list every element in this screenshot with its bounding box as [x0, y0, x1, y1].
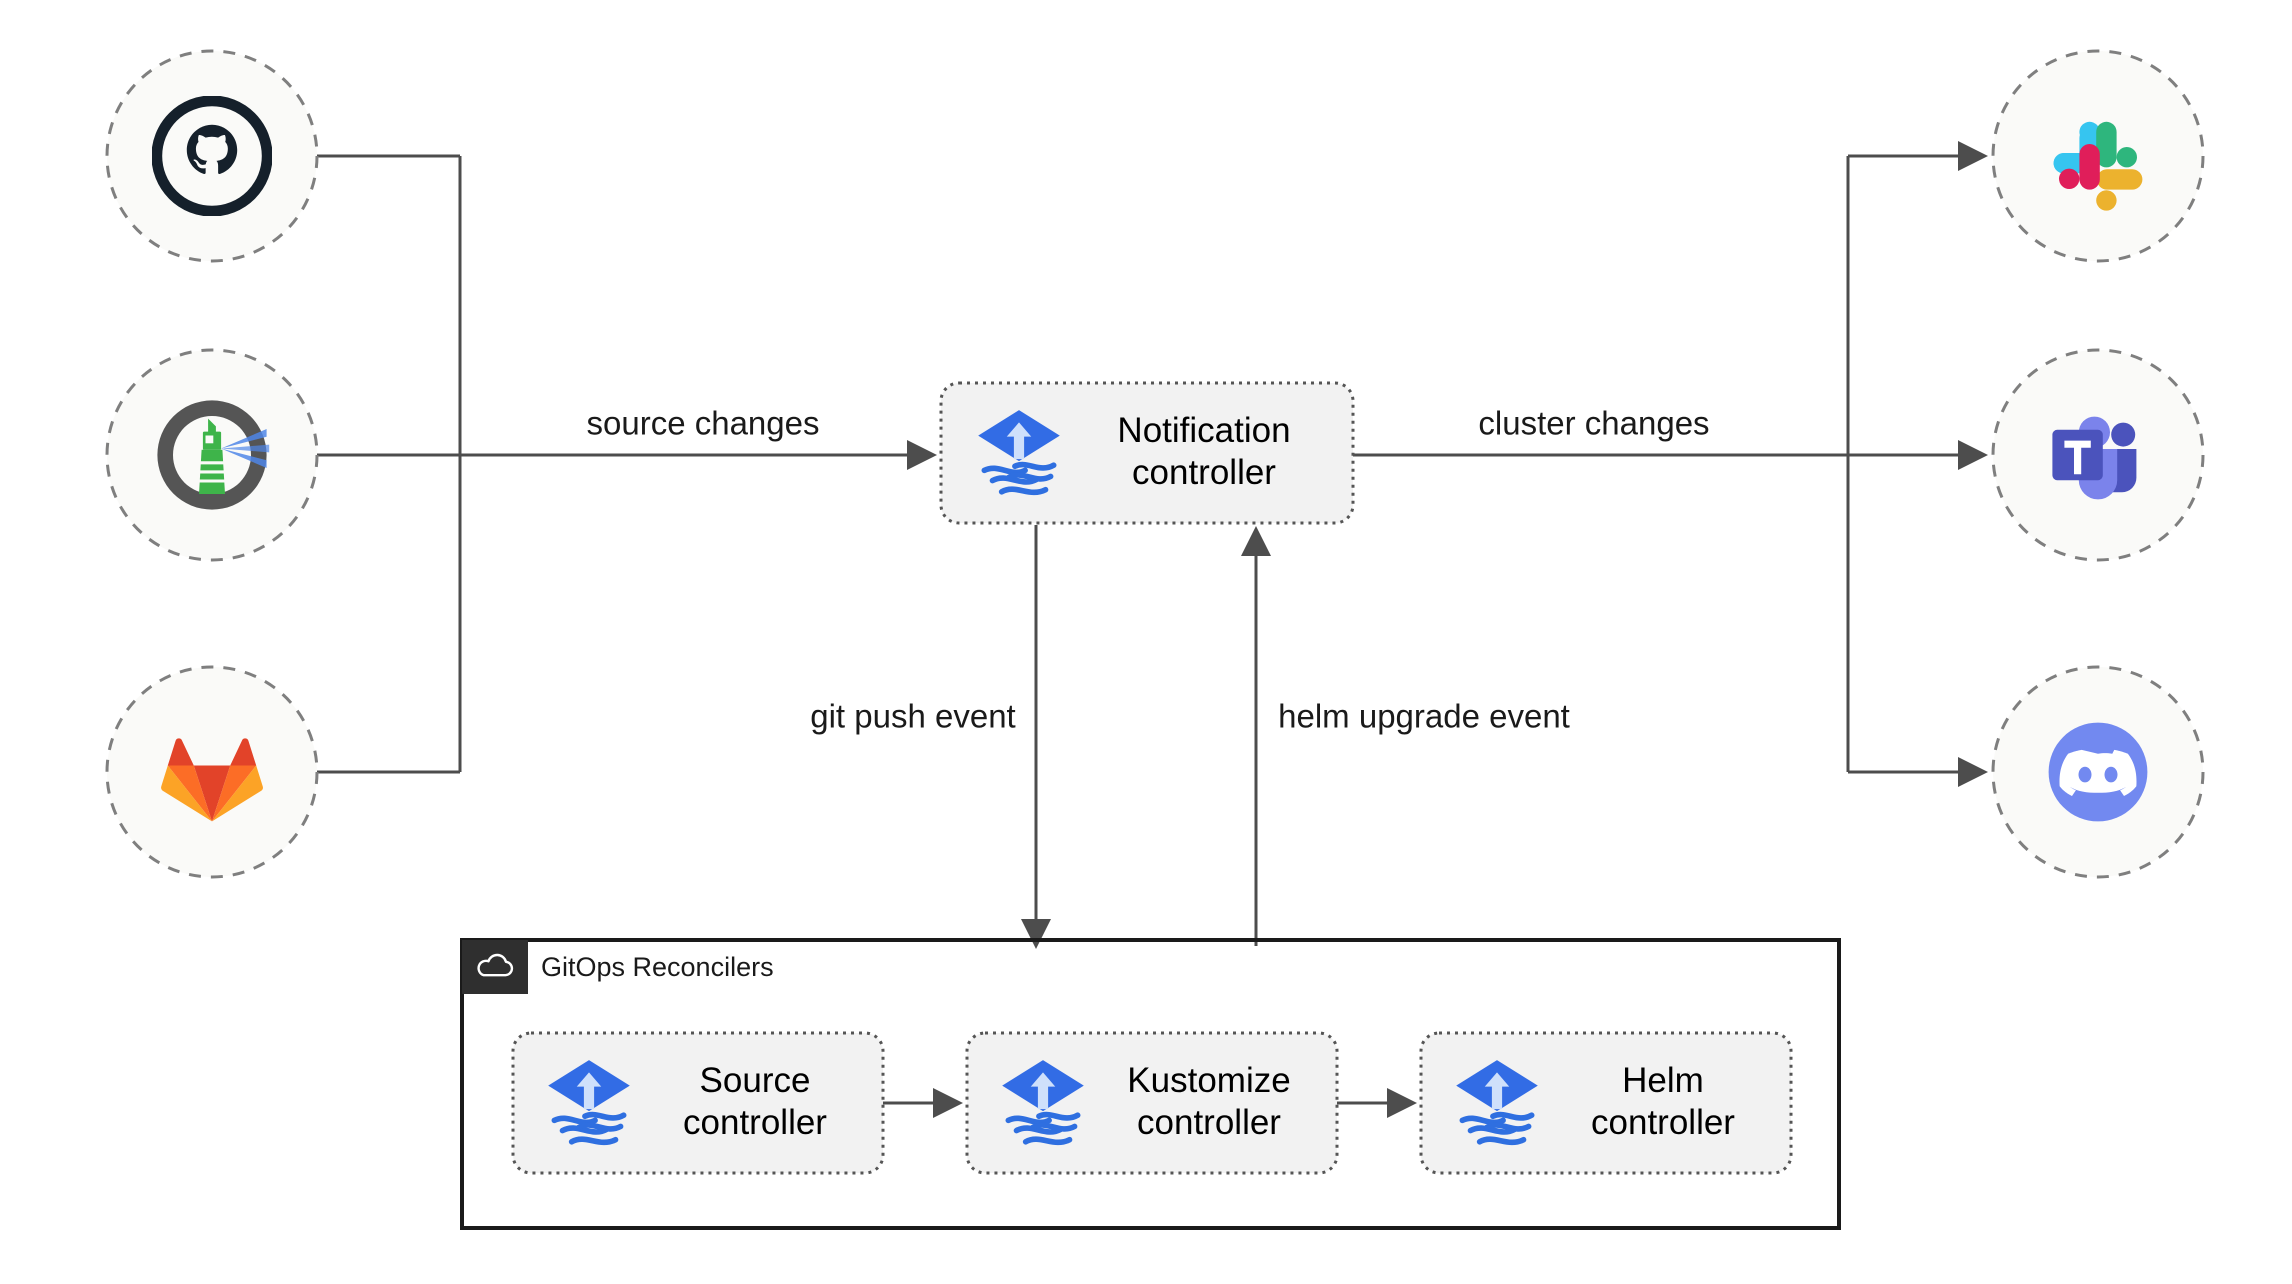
edge-label-cluster-changes: cluster changes	[1478, 405, 1709, 442]
helm-upgrade-event-label-bg	[1272, 693, 1576, 745]
source-controller-label-line2: controller	[683, 1103, 827, 1142]
helm-controller-label-line2: controller	[1591, 1103, 1735, 1142]
helm-controller-node[interactable]: Helm controller	[1419, 1031, 1793, 1175]
edge-label-helm-upgrade-event: helm upgrade event	[1278, 698, 1570, 735]
destination-node-slack[interactable]	[1991, 49, 2205, 263]
flux-lighthouse-icon	[147, 390, 277, 520]
discord-icon	[2049, 723, 2148, 822]
cluster-changes-label-bg	[1464, 400, 1724, 452]
helm-controller-label-line1: Helm	[1622, 1061, 1704, 1100]
helm-controller-box	[1419, 1031, 1793, 1175]
git-push-event-label-bg	[793, 693, 1033, 745]
gitops-reconcilers-group[interactable]: GitOps Reconcilers	[460, 938, 1841, 1230]
source-changes-label-bg	[575, 400, 831, 452]
edges-layer	[317, 141, 1988, 1118]
source-node-flux[interactable]	[105, 348, 319, 562]
kustomize-controller-label-line1: Kustomize	[1127, 1061, 1290, 1100]
destination-node-discord[interactable]	[1991, 665, 2205, 879]
edge-label-source-changes: source changes	[587, 405, 820, 442]
source-controller-box	[511, 1031, 885, 1175]
gitops-reconcilers-tab	[462, 940, 528, 994]
github-node-circle	[105, 49, 319, 263]
edge-label-git-push-event: git push event	[810, 698, 1015, 735]
source-controller-node[interactable]: Source controller	[511, 1031, 885, 1175]
gitops-reconcilers-border	[460, 938, 1841, 1230]
notification-controller-label-line2: controller	[1132, 453, 1276, 492]
kustomize-controller-label-line2: controller	[1137, 1103, 1281, 1142]
kustomize-controller-box	[965, 1031, 1339, 1175]
notification-controller-node[interactable]: Notification controller	[939, 381, 1355, 525]
source-controller-label-line1: Source	[700, 1061, 811, 1100]
source-node-gitlab[interactable]	[105, 665, 319, 879]
destination-node-teams[interactable]	[1991, 348, 2205, 562]
gitops-reconcilers-label: GitOps Reconcilers	[541, 952, 774, 982]
source-node-github[interactable]	[105, 49, 319, 263]
notification-controller-label-line1: Notification	[1117, 411, 1290, 450]
edge-labels-layer: source changes cluster changes git push …	[575, 400, 1724, 745]
kustomize-controller-node[interactable]: Kustomize controller	[965, 1031, 1339, 1175]
